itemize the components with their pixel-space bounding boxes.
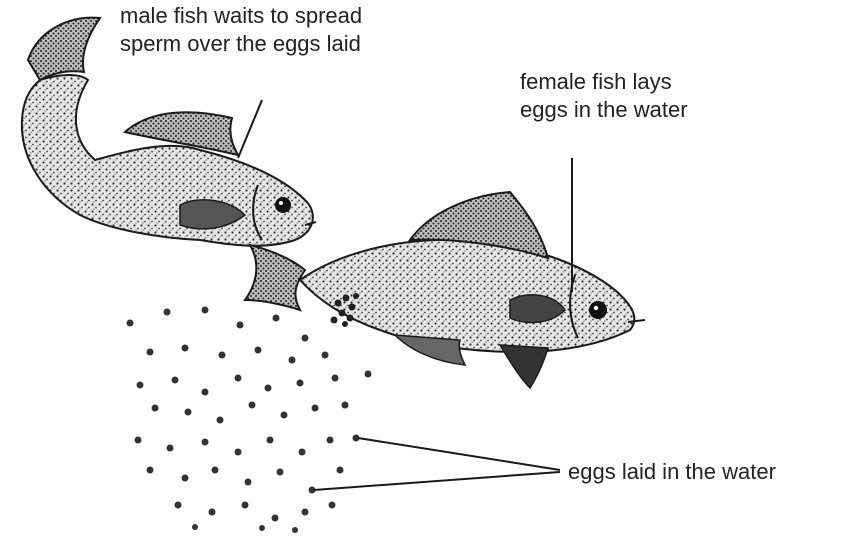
female-body: [300, 240, 634, 352]
female-anal-fin: [395, 335, 465, 365]
female-pelvic-fin: [500, 345, 548, 388]
eggs-in-water: [127, 307, 372, 534]
male-fish-label: male fish waits to spread sperm over the…: [120, 2, 362, 58]
male-tail-fin: [28, 18, 100, 80]
eggs-label: eggs laid in the water: [568, 458, 776, 486]
eggs-leader-line-upper: [358, 438, 560, 470]
female-fish-label: female fish lays eggs in the water: [520, 68, 688, 124]
male-eye: [275, 197, 291, 213]
male-fish-label-line2: sperm over the eggs laid: [120, 30, 362, 58]
female-fish-label-line2: eggs in the water: [520, 96, 688, 124]
male-body: [22, 75, 313, 246]
male-leader-line: [238, 100, 262, 158]
male-fish-label-line1: male fish waits to spread: [120, 2, 362, 30]
eggs-label-text: eggs laid in the water: [568, 458, 776, 486]
female-tail-fin: [245, 245, 305, 310]
female-eye: [589, 301, 607, 319]
eggs-leader-line-lower: [314, 472, 560, 490]
female-fish-label-line1: female fish lays: [520, 68, 688, 96]
